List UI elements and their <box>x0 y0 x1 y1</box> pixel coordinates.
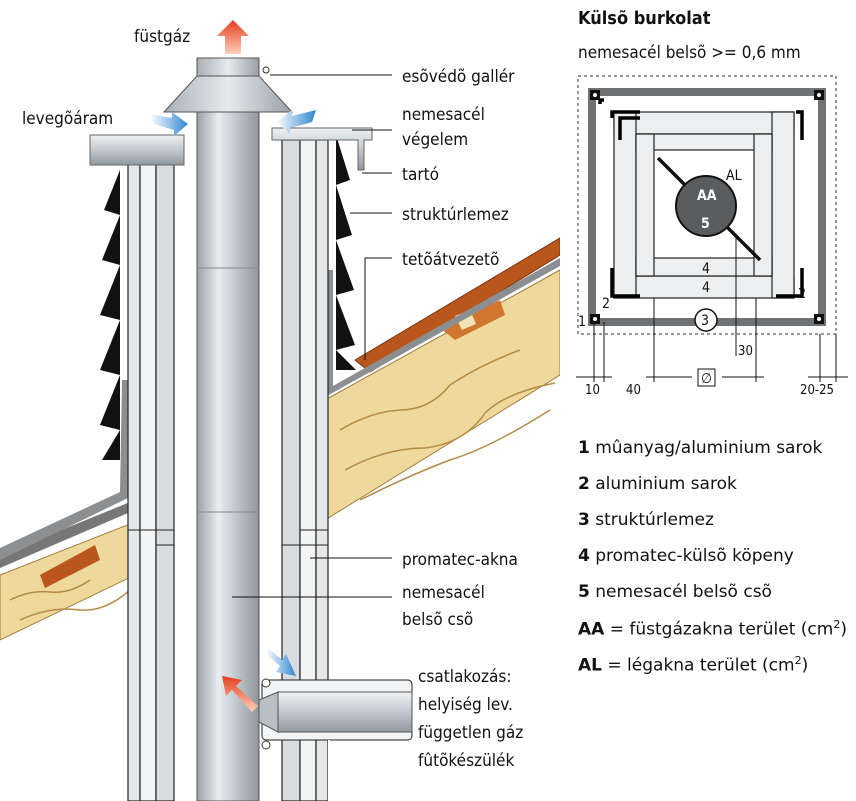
air-flow-arrow-connection <box>266 648 296 676</box>
legend-key: 3 <box>578 510 590 530</box>
legend-item-al: AL = légakna terület (cm2) <box>578 654 808 676</box>
legend-text: = füstgázakna terület (cm <box>604 619 834 640</box>
legend-item-aa: AA = füstgázakna terület (cm2) <box>578 618 847 640</box>
legend-text: aluminium sarok <box>589 474 737 494</box>
legend-item-1: 1 mûanyag/aluminium sarok <box>578 438 822 458</box>
section-label-4b: 4 <box>702 280 710 296</box>
promatec-shaft-right <box>281 139 329 801</box>
label-rain-collar: esõvédõ gallér <box>402 67 515 87</box>
label-end-piece-1: nemesacél <box>402 105 485 125</box>
legend-text: promatec-külsõ köpeny <box>589 546 794 566</box>
flue-gas-arrow-connection <box>222 676 258 712</box>
legend-end: ) <box>840 619 847 640</box>
aluminium-corners <box>598 98 804 298</box>
holder-box-left <box>89 134 185 166</box>
section-label-al: AL <box>726 168 742 184</box>
section-label-aa: AA <box>697 188 717 204</box>
label-connection-1: csatlakozás: <box>418 667 512 687</box>
dim-diameter: ∅ <box>701 371 712 387</box>
section-label-5: 5 <box>701 216 710 232</box>
label-inner-pipe-2: belsõ csõ <box>402 610 473 630</box>
structure-sheet-left <box>100 170 120 460</box>
label-air-flow: levegõáram <box>22 109 113 129</box>
dim-40: 40 <box>626 383 641 398</box>
legend-key: AL <box>578 655 602 676</box>
label-roof-pass: tetõátvezetõ <box>402 250 499 270</box>
structure-sheet-right <box>336 135 356 370</box>
label-inner-pipe-1: nemesacél <box>402 583 485 603</box>
legend-key: AA <box>578 619 605 640</box>
legend-item-2: 2 aluminium sarok <box>578 474 737 494</box>
legend-key: 1 <box>578 438 590 458</box>
legend-text: struktúrlemez <box>589 510 714 530</box>
leader-lines <box>232 74 392 598</box>
label-structure-sheet: struktúrlemez <box>402 205 509 225</box>
end-element-right <box>271 127 373 171</box>
section-title: Külsõ burkolat <box>578 8 711 29</box>
air-flow-arrow-right <box>276 110 316 134</box>
roof-wood-left <box>0 500 136 641</box>
section-label-2-right: 2 <box>798 286 806 302</box>
label-end-piece-2: végelem <box>402 130 468 150</box>
legend-sup: 2 <box>794 654 802 667</box>
inner-pipe-circle <box>675 175 737 237</box>
legend-key: 5 <box>578 582 590 602</box>
legend-item-5: 5 nemesacél belsõ csõ <box>578 582 772 602</box>
legend-text: = légakna terület (cm <box>602 655 795 676</box>
legend-text: mûanyag/aluminium sarok <box>589 438 823 458</box>
flue-gas-arrow <box>217 20 249 54</box>
legend-text: nemesacél belsõ csõ <box>589 582 772 602</box>
section-label-3: 3 <box>701 313 709 329</box>
dim-30: 30 <box>738 344 753 359</box>
label-holder: tartó <box>402 165 439 185</box>
legend-item-4: 4 promatec-külsõ köpeny <box>578 546 794 566</box>
legend-item-3: 3 struktúrlemez <box>578 510 714 530</box>
air-flow-arrow-left <box>150 112 188 136</box>
legend-sup: 2 <box>833 618 841 631</box>
label-promatec-shaft: promatec-akna <box>402 550 518 570</box>
connection-pipe <box>258 678 413 801</box>
legend-key: 2 <box>578 474 590 494</box>
rain-collar <box>162 57 294 113</box>
section-label-1: 1 <box>578 314 586 330</box>
label-connection-4: fûtõkészülék <box>418 751 514 771</box>
legend-end: ) <box>801 655 809 676</box>
section-label-2-left: 2 <box>602 296 610 312</box>
label-flue-gas: füstgáz <box>134 27 190 47</box>
dim-10: 10 <box>585 383 600 398</box>
section-subtitle: nemesacél belsõ >= 0,6 mm <box>578 43 801 63</box>
label-connection-2: helyiség lev. <box>418 695 513 715</box>
cross-section <box>576 75 848 387</box>
label-connection-3: független gáz <box>418 723 523 743</box>
dim-20-25: 20-25 <box>800 383 834 398</box>
dimension-lines <box>576 238 848 382</box>
legend-key: 4 <box>578 546 590 566</box>
promatec-shaft-left <box>127 159 175 801</box>
roof-flashing <box>0 380 128 560</box>
section-label-4a: 4 <box>702 261 710 277</box>
